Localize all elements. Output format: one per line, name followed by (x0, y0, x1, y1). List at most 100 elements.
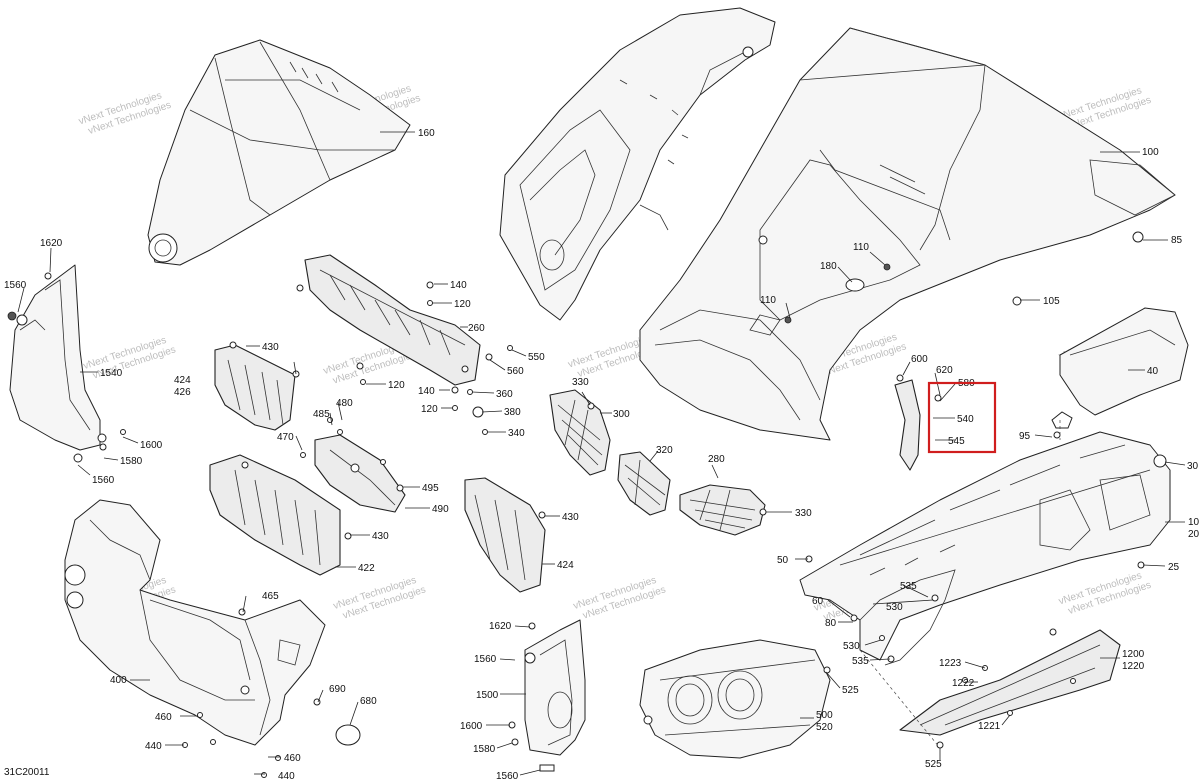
callout-105: 105 (1043, 296, 1060, 307)
part-40-side-trim (1059, 307, 1189, 416)
callout-530: 530 (843, 641, 860, 652)
callout-620: 620 (936, 365, 953, 376)
callout-540: 540 (957, 414, 974, 425)
callout-95: 95 (1019, 431, 1031, 442)
callout-525: 525 (925, 759, 942, 770)
callout-480: 480 (336, 398, 353, 409)
part-400-front-lower-body (64, 499, 326, 746)
callout-140: 140 (418, 386, 435, 397)
callout-600: 600 (911, 354, 928, 365)
callout-490: 490 (432, 504, 449, 515)
part-100-hood (639, 27, 1176, 441)
callout-485: 485 (313, 409, 330, 420)
callout-560: 560 (507, 366, 524, 377)
callout-labels: 160 100 85 110 180 110 105 1620 1560 154… (4, 128, 1200, 781)
part-320-small-grille (617, 451, 671, 516)
callout-426: 426 (174, 387, 191, 398)
callout-430: 430 (262, 342, 279, 353)
callout-460: 460 (155, 712, 172, 723)
callout-100: 100 (1142, 147, 1159, 158)
callout-25: 25 (1168, 562, 1180, 573)
callout-1500: 1500 (476, 690, 499, 701)
callout-550: 550 (528, 352, 545, 363)
callout-1600: 1600 (460, 721, 483, 732)
callout-60: 60 (812, 596, 824, 607)
callout-1560: 1560 (496, 771, 519, 781)
part-540-bracket (894, 374, 942, 471)
callout-340: 340 (508, 428, 525, 439)
callout-535: 535 (900, 581, 917, 592)
part-300-mesh-grille (549, 389, 611, 476)
highlight-box (927, 381, 997, 454)
part-10-right-rocker-panel (799, 431, 1171, 666)
callout-460: 460 (284, 753, 301, 764)
callout-500: 500 (816, 710, 833, 721)
callout-260: 260 (468, 323, 485, 334)
callout-400: 400 (110, 675, 127, 686)
callout-440: 440 (278, 771, 295, 781)
callout-380: 380 (504, 407, 521, 418)
callout-430: 430 (562, 512, 579, 523)
callout-300: 300 (613, 409, 630, 420)
callout-330: 330 (795, 508, 812, 519)
callout-320: 320 (656, 445, 673, 456)
callout-545: 545 (948, 436, 965, 447)
callout-1560: 1560 (92, 475, 115, 486)
callout-465: 465 (262, 591, 279, 602)
part-424-vent-panel (214, 344, 296, 431)
callout-495: 495 (422, 483, 439, 494)
callout-180: 180 (820, 261, 837, 272)
callout-424: 424 (557, 560, 574, 571)
callout-80: 80 (825, 618, 837, 629)
callout-1560: 1560 (474, 654, 497, 665)
callout-1620: 1620 (489, 621, 512, 632)
callout-1580: 1580 (473, 744, 496, 755)
part-490-bracket (314, 434, 406, 513)
callout-120: 120 (454, 299, 471, 310)
part-upper-side-fender (499, 7, 776, 321)
part-1500-side-panel (524, 619, 586, 756)
part-160-front-nose-panel (147, 39, 411, 266)
callout-120: 120 (421, 404, 438, 415)
callout-280: 280 (708, 454, 725, 465)
callout-1223: 1223 (939, 658, 962, 669)
leader-lines (17, 131, 1186, 776)
part-424-lower-panel (464, 477, 546, 593)
diagram-reference-code: 31C20011 (4, 767, 50, 778)
callout-1221: 1221 (978, 721, 1001, 732)
callout-520: 520 (816, 722, 833, 733)
hardware-fasteners (99, 231, 1167, 778)
part-1200-lower-rocker (899, 629, 1121, 736)
callout-680: 680 (360, 696, 377, 707)
part-422-lower-grille (209, 454, 341, 576)
callout-525: 525 (842, 685, 859, 696)
callout-470: 470 (277, 432, 294, 443)
callout-1620: 1620 (40, 238, 63, 249)
callout-430: 430 (372, 531, 389, 542)
callout-535: 535 (852, 656, 869, 667)
callout-360: 360 (496, 389, 513, 400)
callout-140: 140 (450, 280, 467, 291)
callout-160: 160 (418, 128, 435, 139)
callout-530: 530 (886, 602, 903, 613)
part-260-upper-dash-grille (296, 254, 481, 386)
callout-120: 120 (388, 380, 405, 391)
callout-1600: 1600 (140, 440, 163, 451)
callout-440: 440 (145, 741, 162, 752)
callout-110: 110 (760, 295, 776, 306)
callout-50: 50 (777, 555, 789, 566)
callout-1222: 1222 (952, 678, 975, 689)
callout-110: 110 (853, 242, 869, 253)
callout-85: 85 (1171, 235, 1183, 246)
callout-10: 10 (1188, 517, 1200, 528)
callout-1220: 1220 (1122, 661, 1145, 672)
part-1540-left-side-panel (7, 264, 107, 463)
callout-40: 40 (1147, 366, 1159, 377)
callout-20: 20 (1188, 529, 1200, 540)
part-280-vent (679, 484, 766, 536)
callout-1580: 1580 (120, 456, 143, 467)
callout-330: 330 (572, 377, 589, 388)
callout-690: 690 (329, 684, 346, 695)
callout-1540: 1540 (100, 368, 123, 379)
